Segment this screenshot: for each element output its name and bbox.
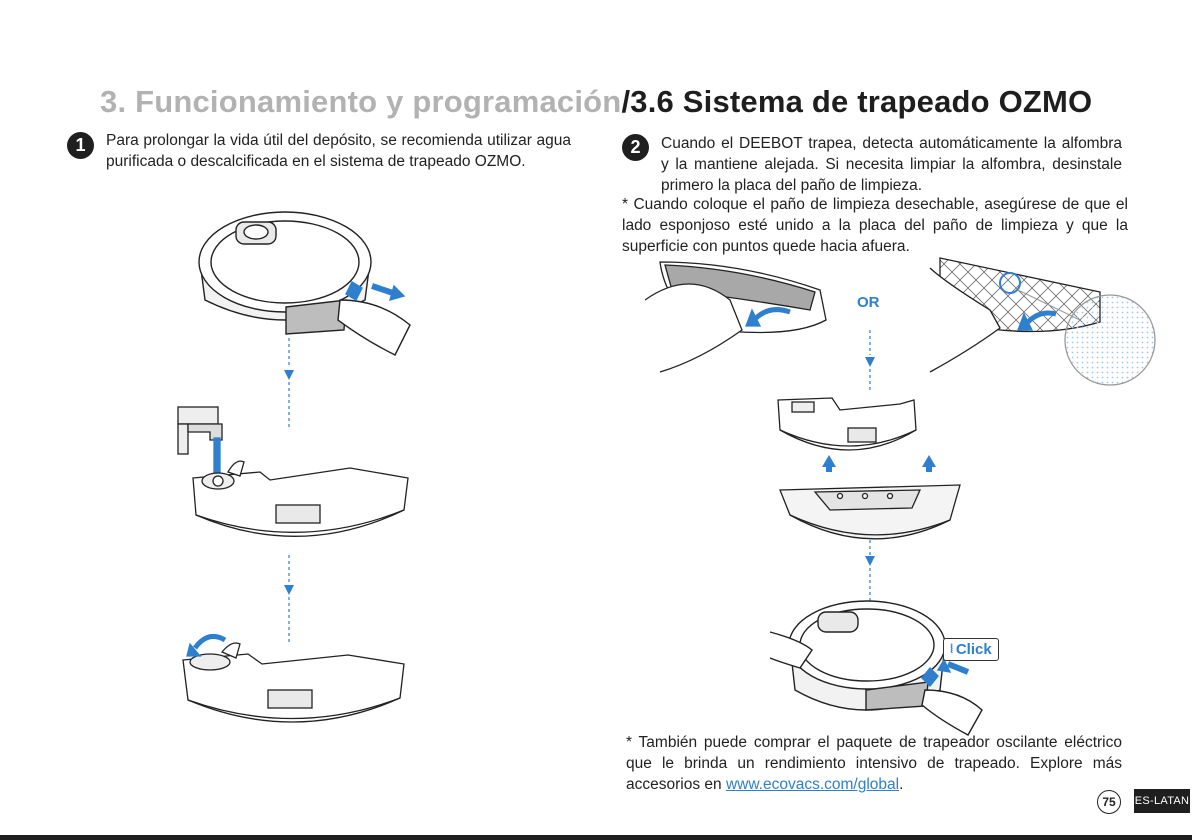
faucet-filling-illustration xyxy=(177,406,409,537)
step-2-note: * Cuando coloque el paño de limpieza des… xyxy=(622,196,1128,255)
title-section: 3. Funcionamiento y programación xyxy=(100,84,622,119)
step-2-text: Cuando el DEEBOT trapea, detecta automát… xyxy=(661,135,1122,194)
tank-and-mop-plate-illustration xyxy=(777,397,961,540)
click-sound-icon: ⦚ xyxy=(950,642,953,656)
robot-reinstall-illustration xyxy=(769,600,983,736)
title-subsection: /3.6 Sistema de trapeado OZMO xyxy=(621,84,1093,119)
pad-attach-right-illustration xyxy=(929,257,1156,386)
click-callout: ⦚Click xyxy=(943,638,999,661)
bottom-rule xyxy=(0,835,1192,840)
step-1-number: 1 xyxy=(67,132,94,159)
click-text: Click xyxy=(955,641,992,658)
footer-note-text: * También puede comprar el paquete de tr… xyxy=(626,734,1122,793)
or-label: OR xyxy=(857,294,880,311)
tank-closed-illustration xyxy=(182,633,405,723)
footer-note: * También puede comprar el paquete de tr… xyxy=(626,732,1122,795)
pad-attach-left-illustration xyxy=(644,261,827,373)
step-1-text: Para prolongar la vida útil del depósito… xyxy=(106,132,571,170)
step-2-number: 2 xyxy=(622,134,649,161)
language-badge: ES-LATAN xyxy=(1134,789,1190,813)
ecovacs-link[interactable]: www.ecovacs.com/global xyxy=(725,776,900,793)
page-title: 3. Funcionamiento y programación/3.6 Sis… xyxy=(100,84,1092,120)
page-number: 75 xyxy=(1097,790,1121,814)
footer-note-end: . xyxy=(899,776,904,793)
robot-tank-removal-illustration xyxy=(198,211,411,356)
